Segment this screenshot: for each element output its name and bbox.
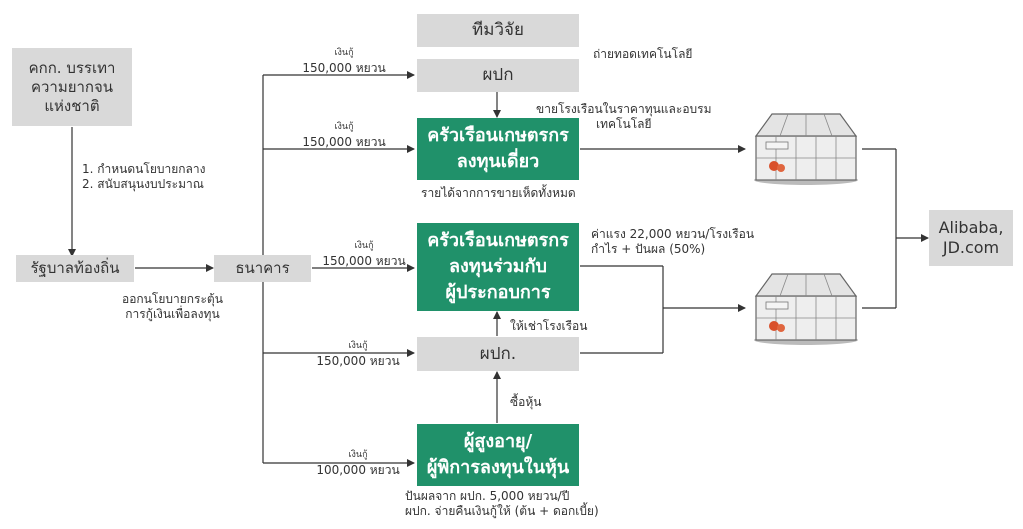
markets-box: Alibaba, JD.com [929, 210, 1013, 266]
national-committee-label: คกก. บรรเทา ความยากจน แห่งชาติ [28, 58, 116, 115]
household-joint-label: ครัวเรือนเกษตรกร ลงทุนร่วมกับ ผู้ประกอบก… [427, 230, 569, 303]
rent-greenhouse-label: ให้เช่าโรงเรือน [510, 319, 588, 333]
loan-amount: 150,000 หยวน [316, 354, 400, 368]
household-solo-label: ครัวเรือนเกษตรกร ลงทุนเดี่ยว [427, 125, 569, 172]
research-team-box: ทีมวิจัย [417, 14, 579, 47]
loan-word: เงินกู้ [334, 48, 354, 58]
village-council-top-label: ผปก [482, 65, 514, 85]
local-government-box: รัฐบาลท้องถิ่น [16, 255, 134, 282]
household-joint-box: ครัวเรือนเกษตรกร ลงทุนร่วมกับ ผู้ประกอบก… [417, 223, 579, 311]
buy-shares-label: ซื้อหุ้น [510, 395, 542, 409]
bank-label: ธนาคาร [235, 259, 290, 277]
village-council-mid-box: ผปก. [417, 337, 579, 371]
dividend-note-label: ปันผลจาก ผปก. 5,000 หยวน/ปี ผปก. จ่ายคืน… [405, 489, 599, 518]
loan-council-mid: เงินกู้ 150,000 หยวน [312, 339, 404, 369]
loan-elderly: เงินกู้ 100,000 หยวน [312, 448, 404, 478]
greenhouse-icon [754, 113, 858, 185]
loan-word: เงินกู้ [334, 122, 354, 132]
national-committee-box: คกก. บรรเทา ความยากจน แห่งชาติ [12, 48, 132, 126]
loan-word: เงินกู้ [354, 241, 374, 251]
loan-amount: 150,000 หยวน [302, 61, 386, 75]
policy-stimulus-label: ออกนโยบายกระตุ้น การกู้เงินเพื่อลงทุน [122, 292, 223, 321]
elderly-disabled-box: ผู้สูงอายุ/ ผู้พิการลงทุนในหุ้น [417, 424, 579, 486]
loan-amount: 100,000 หยวน [316, 463, 400, 477]
village-council-top-box: ผปก [417, 59, 579, 92]
local-government-label: รัฐบาลท้องถิ่น [30, 259, 120, 277]
bank-box: ธนาคาร [214, 255, 311, 282]
loan-household-solo: เงินกู้ 150,000 หยวน [298, 120, 390, 150]
wage-dividend-label: ค่าแรง 22,000 หยวน/โรงเรือน กำไร + ปันผล… [591, 227, 755, 256]
loan-word: เงินกู้ [348, 341, 368, 351]
village-council-mid-label: ผปก. [479, 343, 517, 364]
research-team-label: ทีมวิจัย [472, 20, 524, 40]
loan-word: เงินกู้ [348, 450, 368, 460]
sell-greenhouse-label: ขายโรงเรือนในราคาทุนและอบรม เทคโนโลยี [536, 102, 712, 131]
loan-household-joint: เงินกู้ 150,000 หยวน [318, 239, 410, 269]
income-all-label: รายได้จากการขายเห็ดทั้งหมด [421, 186, 576, 200]
household-solo-box: ครัวเรือนเกษตรกร ลงทุนเดี่ยว [417, 118, 579, 180]
tech-transfer-label: ถ่ายทอดเทคโนโลยี [593, 47, 693, 61]
greenhouse-icon [754, 273, 858, 345]
markets-label: Alibaba, JD.com [938, 218, 1004, 257]
central-policy-label: 1. กำหนดนโยบายกลาง 2. สนับสนุนงบประมาณ [82, 162, 206, 191]
loan-amount: 150,000 หยวน [322, 254, 406, 268]
elderly-disabled-label: ผู้สูงอายุ/ ผู้พิการลงทุนในหุ้น [426, 431, 570, 478]
loan-amount: 150,000 หยวน [302, 135, 386, 149]
loan-council-top: เงินกู้ 150,000 หยวน [298, 46, 390, 76]
